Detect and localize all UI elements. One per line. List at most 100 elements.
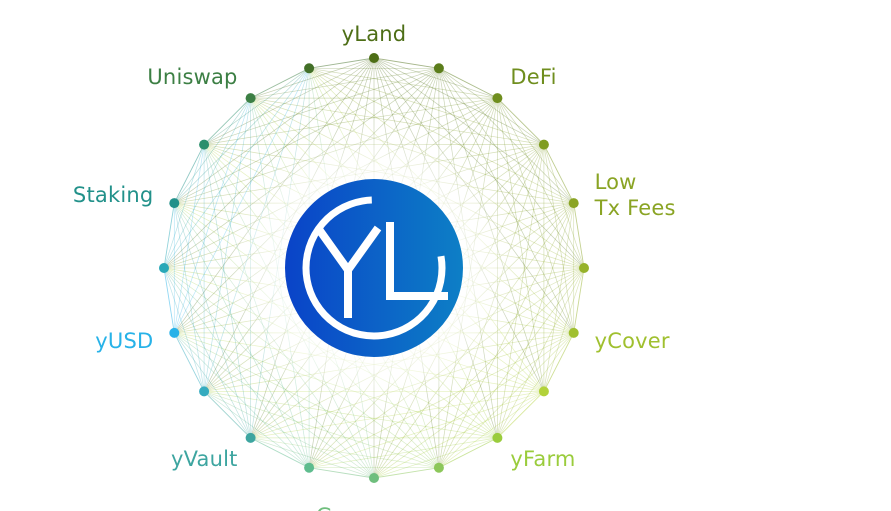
label-yvault: yVault bbox=[171, 447, 238, 471]
connection-line bbox=[203, 68, 310, 145]
connection-line bbox=[174, 332, 251, 439]
connection-line bbox=[438, 68, 574, 204]
node-dot-defi bbox=[492, 93, 503, 104]
node-dot-n3 bbox=[538, 139, 549, 150]
logo-circle bbox=[285, 179, 463, 357]
ring-line bbox=[497, 391, 545, 439]
node-dot-n5 bbox=[579, 263, 589, 273]
label-line: yUSD bbox=[95, 329, 153, 353]
connection-line bbox=[163, 144, 205, 269]
connection-line bbox=[497, 267, 585, 439]
label-line: yCover bbox=[595, 329, 670, 353]
connection-line bbox=[543, 203, 575, 392]
network-nodes bbox=[159, 53, 589, 483]
node-dot-n15 bbox=[159, 263, 169, 273]
connection-line bbox=[250, 67, 439, 99]
label-ycover: yCover bbox=[595, 329, 670, 353]
node-dot-n13 bbox=[199, 386, 210, 397]
connection-line bbox=[203, 57, 375, 145]
ring-line bbox=[163, 203, 175, 269]
label-yusd: yUSD bbox=[95, 329, 153, 353]
connection-line bbox=[250, 437, 439, 469]
connection-line bbox=[174, 332, 375, 479]
connection-line bbox=[173, 144, 205, 333]
logo-ring bbox=[302, 196, 446, 340]
connection-line bbox=[543, 144, 585, 269]
connection-line bbox=[203, 391, 440, 469]
connection-line bbox=[543, 144, 575, 333]
connection-line bbox=[250, 437, 375, 479]
label-yland: yLand bbox=[342, 22, 407, 46]
yl-logo: YL bbox=[285, 179, 463, 357]
connection-line bbox=[497, 97, 574, 204]
ring-line bbox=[173, 332, 205, 392]
label-line: yFarm bbox=[510, 447, 575, 471]
connection-line bbox=[309, 67, 498, 99]
ring-line bbox=[438, 67, 498, 99]
ring-line bbox=[573, 267, 585, 333]
connection-line bbox=[163, 97, 251, 269]
ring-line bbox=[173, 144, 205, 204]
label-line: Low bbox=[595, 170, 637, 194]
node-dot-n19 bbox=[304, 63, 315, 74]
connection-line bbox=[173, 203, 205, 392]
connection-line bbox=[250, 57, 375, 99]
ring-line bbox=[309, 57, 375, 69]
connection-line bbox=[173, 202, 251, 439]
connection-line bbox=[373, 57, 498, 99]
label-uniswap: Uniswap bbox=[147, 65, 237, 89]
label-line: yLand bbox=[342, 22, 407, 46]
ring-line bbox=[203, 391, 251, 439]
connection-line bbox=[497, 97, 575, 334]
connection-line bbox=[309, 437, 498, 469]
node-dot-yland bbox=[369, 53, 379, 63]
ring-line bbox=[373, 467, 439, 479]
connection-line bbox=[373, 391, 545, 479]
connection-line bbox=[308, 67, 545, 145]
ring-line bbox=[497, 97, 545, 145]
node-dot-n17 bbox=[199, 139, 210, 150]
connection-line bbox=[308, 391, 545, 469]
connection-line bbox=[174, 68, 310, 204]
connection-line bbox=[174, 332, 310, 468]
ring-line bbox=[543, 144, 575, 204]
ring-line bbox=[309, 467, 375, 479]
label-line: DeFi bbox=[510, 65, 556, 89]
connection-line bbox=[163, 267, 310, 468]
node-dot-n1 bbox=[433, 63, 444, 74]
ring-line bbox=[250, 67, 310, 99]
connection-line bbox=[173, 97, 251, 334]
connection-line bbox=[438, 391, 545, 468]
label-line: Staking bbox=[73, 183, 153, 207]
node-dot-n11 bbox=[304, 462, 315, 473]
connection-line bbox=[163, 68, 310, 269]
node-dot-ygovernance bbox=[369, 473, 379, 483]
ring-line bbox=[373, 57, 439, 69]
label-defi: DeFi bbox=[510, 65, 556, 89]
node-dot-n9 bbox=[433, 462, 444, 473]
node-dot-ycover bbox=[568, 327, 579, 338]
label-ygovernance: yGovernance bbox=[303, 504, 444, 511]
node-dot-yfarm bbox=[492, 432, 503, 443]
label-line: yGovernance bbox=[303, 504, 444, 511]
ring-line bbox=[543, 332, 575, 392]
label-staking: Staking bbox=[73, 183, 153, 207]
connection-line bbox=[163, 267, 205, 392]
label-line: Tx Fees bbox=[594, 196, 676, 220]
label-line: yVault bbox=[171, 447, 238, 471]
label-line: Uniswap bbox=[147, 65, 237, 89]
connection-line bbox=[174, 97, 251, 204]
logo-letter-l bbox=[386, 222, 448, 300]
node-dot-yvault bbox=[245, 432, 256, 443]
connection-line bbox=[373, 57, 574, 204]
logo-letter-y bbox=[314, 225, 382, 318]
node-dot-low-tx-fees bbox=[568, 198, 579, 209]
ring-line bbox=[573, 203, 585, 269]
connection-line bbox=[438, 332, 574, 468]
connection-line bbox=[203, 67, 440, 145]
node-dot-uniswap bbox=[245, 93, 256, 104]
connection-line bbox=[174, 57, 375, 204]
